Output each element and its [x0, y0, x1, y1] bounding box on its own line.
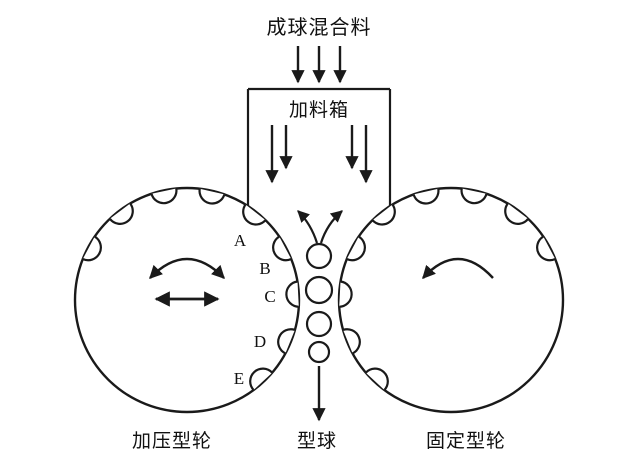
formed-ball [305, 242, 333, 270]
position-label-d: D [254, 332, 266, 351]
mold-pocket [339, 280, 353, 308]
mold-pocket [277, 328, 296, 355]
mold-pocket [346, 235, 366, 262]
left-roller-pockets [82, 188, 299, 391]
mold-pocket [342, 328, 361, 355]
mold-pocket [109, 202, 134, 225]
formed-ball-label: 型球 [297, 430, 337, 452]
mold-pocket [242, 203, 267, 226]
mold-pocket [364, 367, 389, 391]
curved-arrow-icon [297, 210, 319, 244]
fixed-roller-label: 固定型轮 [426, 430, 506, 452]
top-label: 成球混合料 [267, 16, 372, 39]
formed-ball [304, 275, 334, 305]
position-label-e: E [234, 369, 244, 388]
roller-rotation-arrow-icon [149, 257, 225, 279]
mold-pocket [371, 203, 396, 226]
feed-box-label: 加料箱 [289, 99, 349, 121]
mold-pocket [412, 188, 440, 205]
roller-rotation-arrow-icon [422, 257, 494, 279]
feed-box-arrows [265, 125, 373, 184]
mold-pocket [82, 235, 102, 262]
formed-ball [305, 310, 333, 338]
mold-pocket [150, 188, 178, 205]
position-label-a: A [234, 231, 247, 250]
mold-pocket [272, 235, 292, 262]
mold-pocket [198, 188, 226, 205]
right-roller-pockets [339, 188, 556, 391]
mold-pocket [536, 235, 556, 262]
formed-balls [304, 242, 334, 364]
nip-entry-arrows [297, 210, 343, 244]
mold-pocket [504, 202, 529, 225]
formed-ball [307, 340, 331, 364]
mold-pocket [285, 280, 299, 308]
mold-pocket [249, 367, 274, 391]
curved-arrow-icon [319, 210, 343, 244]
feed-box [246, 87, 392, 212]
mold-pocket [460, 188, 488, 205]
position-label-c: C [264, 287, 275, 306]
position-label-b: B [259, 259, 270, 278]
feed-arrows-top [291, 46, 347, 84]
pressure-roller-label: 加压型轮 [132, 430, 212, 452]
fixed-roller-circle [337, 186, 565, 414]
